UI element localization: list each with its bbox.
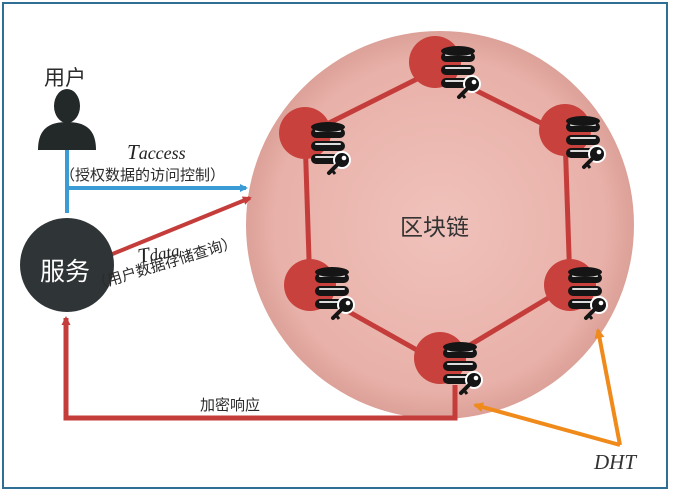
database-key-icon: [315, 267, 355, 320]
blockchain-label: 区块链: [400, 215, 469, 241]
access-subscript: access: [138, 143, 186, 163]
database-key-icon: [568, 267, 608, 320]
service-label: 服务: [40, 257, 91, 286]
dht-label: DHT: [594, 450, 637, 474]
encrypted-response-arrow: [61, 316, 458, 421]
database-key-icon: [441, 46, 481, 99]
access-caption: （授权数据的访问控制）: [60, 166, 226, 184]
access-symbol: T: [127, 140, 139, 164]
service-node: [20, 218, 114, 312]
dht-arrow-2: [594, 328, 622, 446]
database-key-icon: [443, 342, 483, 395]
data-arrow: [109, 196, 252, 257]
dht-arrow-1: [473, 402, 621, 447]
user-label: 用户: [44, 66, 86, 90]
user-icon: [38, 89, 96, 150]
database-key-icon: [311, 122, 351, 175]
access-title: Taccess: [127, 140, 186, 165]
database-key-icon: [566, 116, 606, 169]
encrypted-response-label: 加密响应: [200, 396, 261, 414]
